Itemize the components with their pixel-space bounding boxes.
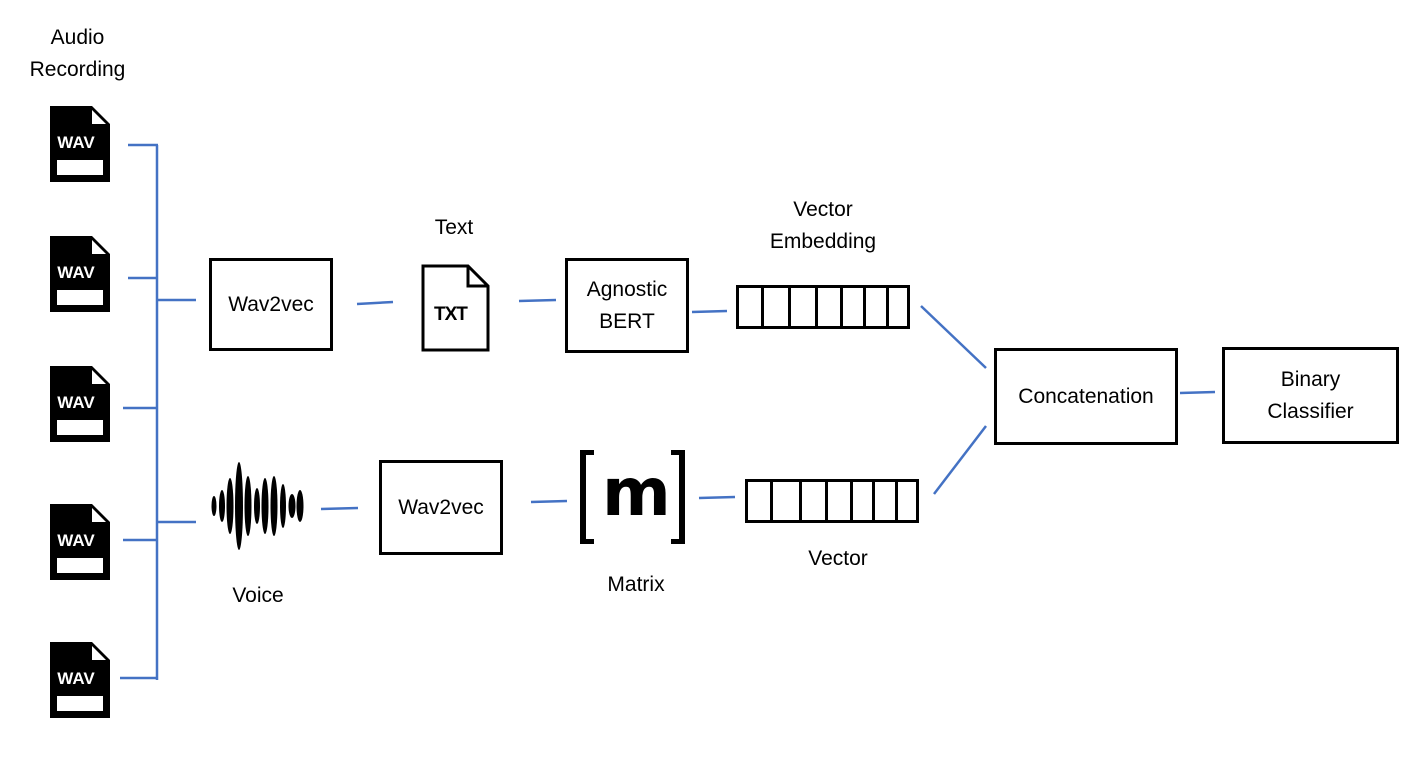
- wav-file-text: WAV: [57, 669, 95, 688]
- vector-cell-divider: [825, 482, 828, 520]
- txt-file-icon: TXT: [420, 264, 492, 352]
- vector-embedding-label: Vector Embedding: [748, 194, 898, 258]
- wav-file-icon: WAV: [48, 104, 112, 184]
- wav-file-icon: WAV: [48, 234, 112, 314]
- binary-classifier-line2: Classifier: [1267, 399, 1354, 423]
- vector-cell-divider: [850, 482, 853, 520]
- vector-embedding-line2: Embedding: [769, 230, 877, 253]
- wav-file-text: WAV: [57, 263, 95, 282]
- vector-embedding-line1: Vector: [793, 198, 853, 221]
- vector-cell-divider: [761, 288, 764, 326]
- wav-file-text: WAV: [57, 531, 95, 550]
- wav2vec-bottom-box: Wav2vec: [379, 460, 503, 555]
- wav-file-icon: WAV: [48, 364, 112, 444]
- matrix-icon: m: [578, 450, 688, 544]
- concatenation-box: Concatenation: [994, 348, 1178, 445]
- audio-label-line2: Recording: [29, 58, 126, 81]
- vector-cell-divider: [863, 288, 866, 326]
- vector-cell-divider: [886, 288, 889, 326]
- wav2vec-bottom-label: Wav2vec: [398, 495, 484, 519]
- vector-cell-divider: [770, 482, 773, 520]
- matrix-symbol: m: [602, 454, 671, 531]
- vector-label: Vector: [808, 547, 868, 570]
- text-label: Text: [434, 216, 474, 239]
- vector-embedding-cells: [736, 285, 910, 329]
- wav-file-text: WAV: [57, 393, 95, 412]
- concatenation-label: Concatenation: [1018, 384, 1154, 408]
- vector-cell-divider: [799, 482, 802, 520]
- agnostic-bert-box: Agnostic BERT: [565, 258, 689, 353]
- vector-cell-divider: [840, 288, 843, 326]
- vector-cells: [745, 479, 919, 523]
- vector-cell-divider: [895, 482, 898, 520]
- voice-label: Voice: [232, 584, 284, 607]
- vector-cell-divider: [872, 482, 875, 520]
- wav-file-text: WAV: [57, 133, 95, 152]
- vector-cell-divider: [815, 288, 818, 326]
- vector-cell-divider: [788, 288, 791, 326]
- agnostic-bert-line2: BERT: [599, 309, 655, 333]
- matrix-label: Matrix: [607, 573, 665, 596]
- agnostic-bert-line1: Agnostic: [586, 277, 668, 301]
- voice-waveform-icon: [210, 460, 306, 552]
- wav2vec-top-box: Wav2vec: [209, 258, 333, 351]
- txt-file-text: TXT: [434, 304, 468, 325]
- binary-classifier-line1: Binary: [1280, 367, 1341, 391]
- wav-file-icon: WAV: [48, 502, 112, 582]
- audio-label-line1: Audio: [50, 26, 105, 49]
- wav-file-icon: WAV: [48, 640, 112, 720]
- audio-recording-label: Audio Recording: [15, 22, 140, 86]
- wav2vec-top-label: Wav2vec: [228, 292, 314, 316]
- binary-classifier-box: Binary Classifier: [1222, 347, 1399, 444]
